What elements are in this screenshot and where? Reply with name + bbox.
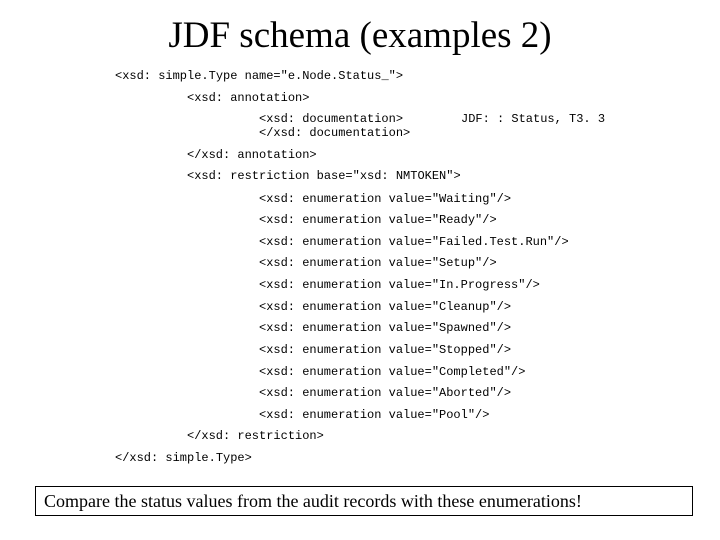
code-line-simple-type-close: </xsd: simple.Type> (115, 451, 252, 465)
code-line-annotation-open: <xsd: annotation> (187, 91, 310, 105)
slide-title: JDF schema (examples 2) (168, 15, 552, 56)
code-line-enumeration-completed: <xsd: enumeration value="Completed"/> (259, 365, 526, 379)
code-line-enumeration-stopped: <xsd: enumeration value="Stopped"/> (259, 343, 512, 357)
code-line-enumeration-waiting: <xsd: enumeration value="Waiting"/> (259, 192, 512, 206)
code-line-documentation-note: JDF: : Status, T3. 3 (461, 112, 606, 126)
code-line-annotation-close: </xsd: annotation> (187, 148, 317, 162)
code-line-restriction-open: <xsd: restriction base="xsd: NMTOKEN"> (187, 169, 461, 183)
code-line-enumeration-cleanup: <xsd: enumeration value="Cleanup"/> (259, 300, 512, 314)
code-line-restriction-close: </xsd: restriction> (187, 429, 324, 443)
code-line-enumeration-spawned: <xsd: enumeration value="Spawned"/> (259, 321, 512, 335)
code-line-enumeration-pool: <xsd: enumeration value="Pool"/> (259, 408, 490, 422)
code-line-enumeration-aborted: <xsd: enumeration value="Aborted"/> (259, 386, 512, 400)
code-line-simple-type-open: <xsd: simple.Type name="e.Node.Status_"> (115, 69, 404, 83)
code-line-enumeration-setup: <xsd: enumeration value="Setup"/> (259, 256, 497, 270)
code-line-enumeration-in-progress: <xsd: enumeration value="In.Progress"/> (259, 278, 540, 292)
code-line-enumeration-ready: <xsd: enumeration value="Ready"/> (259, 213, 497, 227)
code-line-enumeration-failed-test-run: <xsd: enumeration value="Failed.Test.Run… (259, 235, 569, 249)
callout-box: Compare the status values from the audit… (35, 486, 693, 516)
code-line-documentation-open: <xsd: documentation> (259, 112, 404, 126)
code-line-documentation-close: </xsd: documentation> (259, 126, 411, 140)
